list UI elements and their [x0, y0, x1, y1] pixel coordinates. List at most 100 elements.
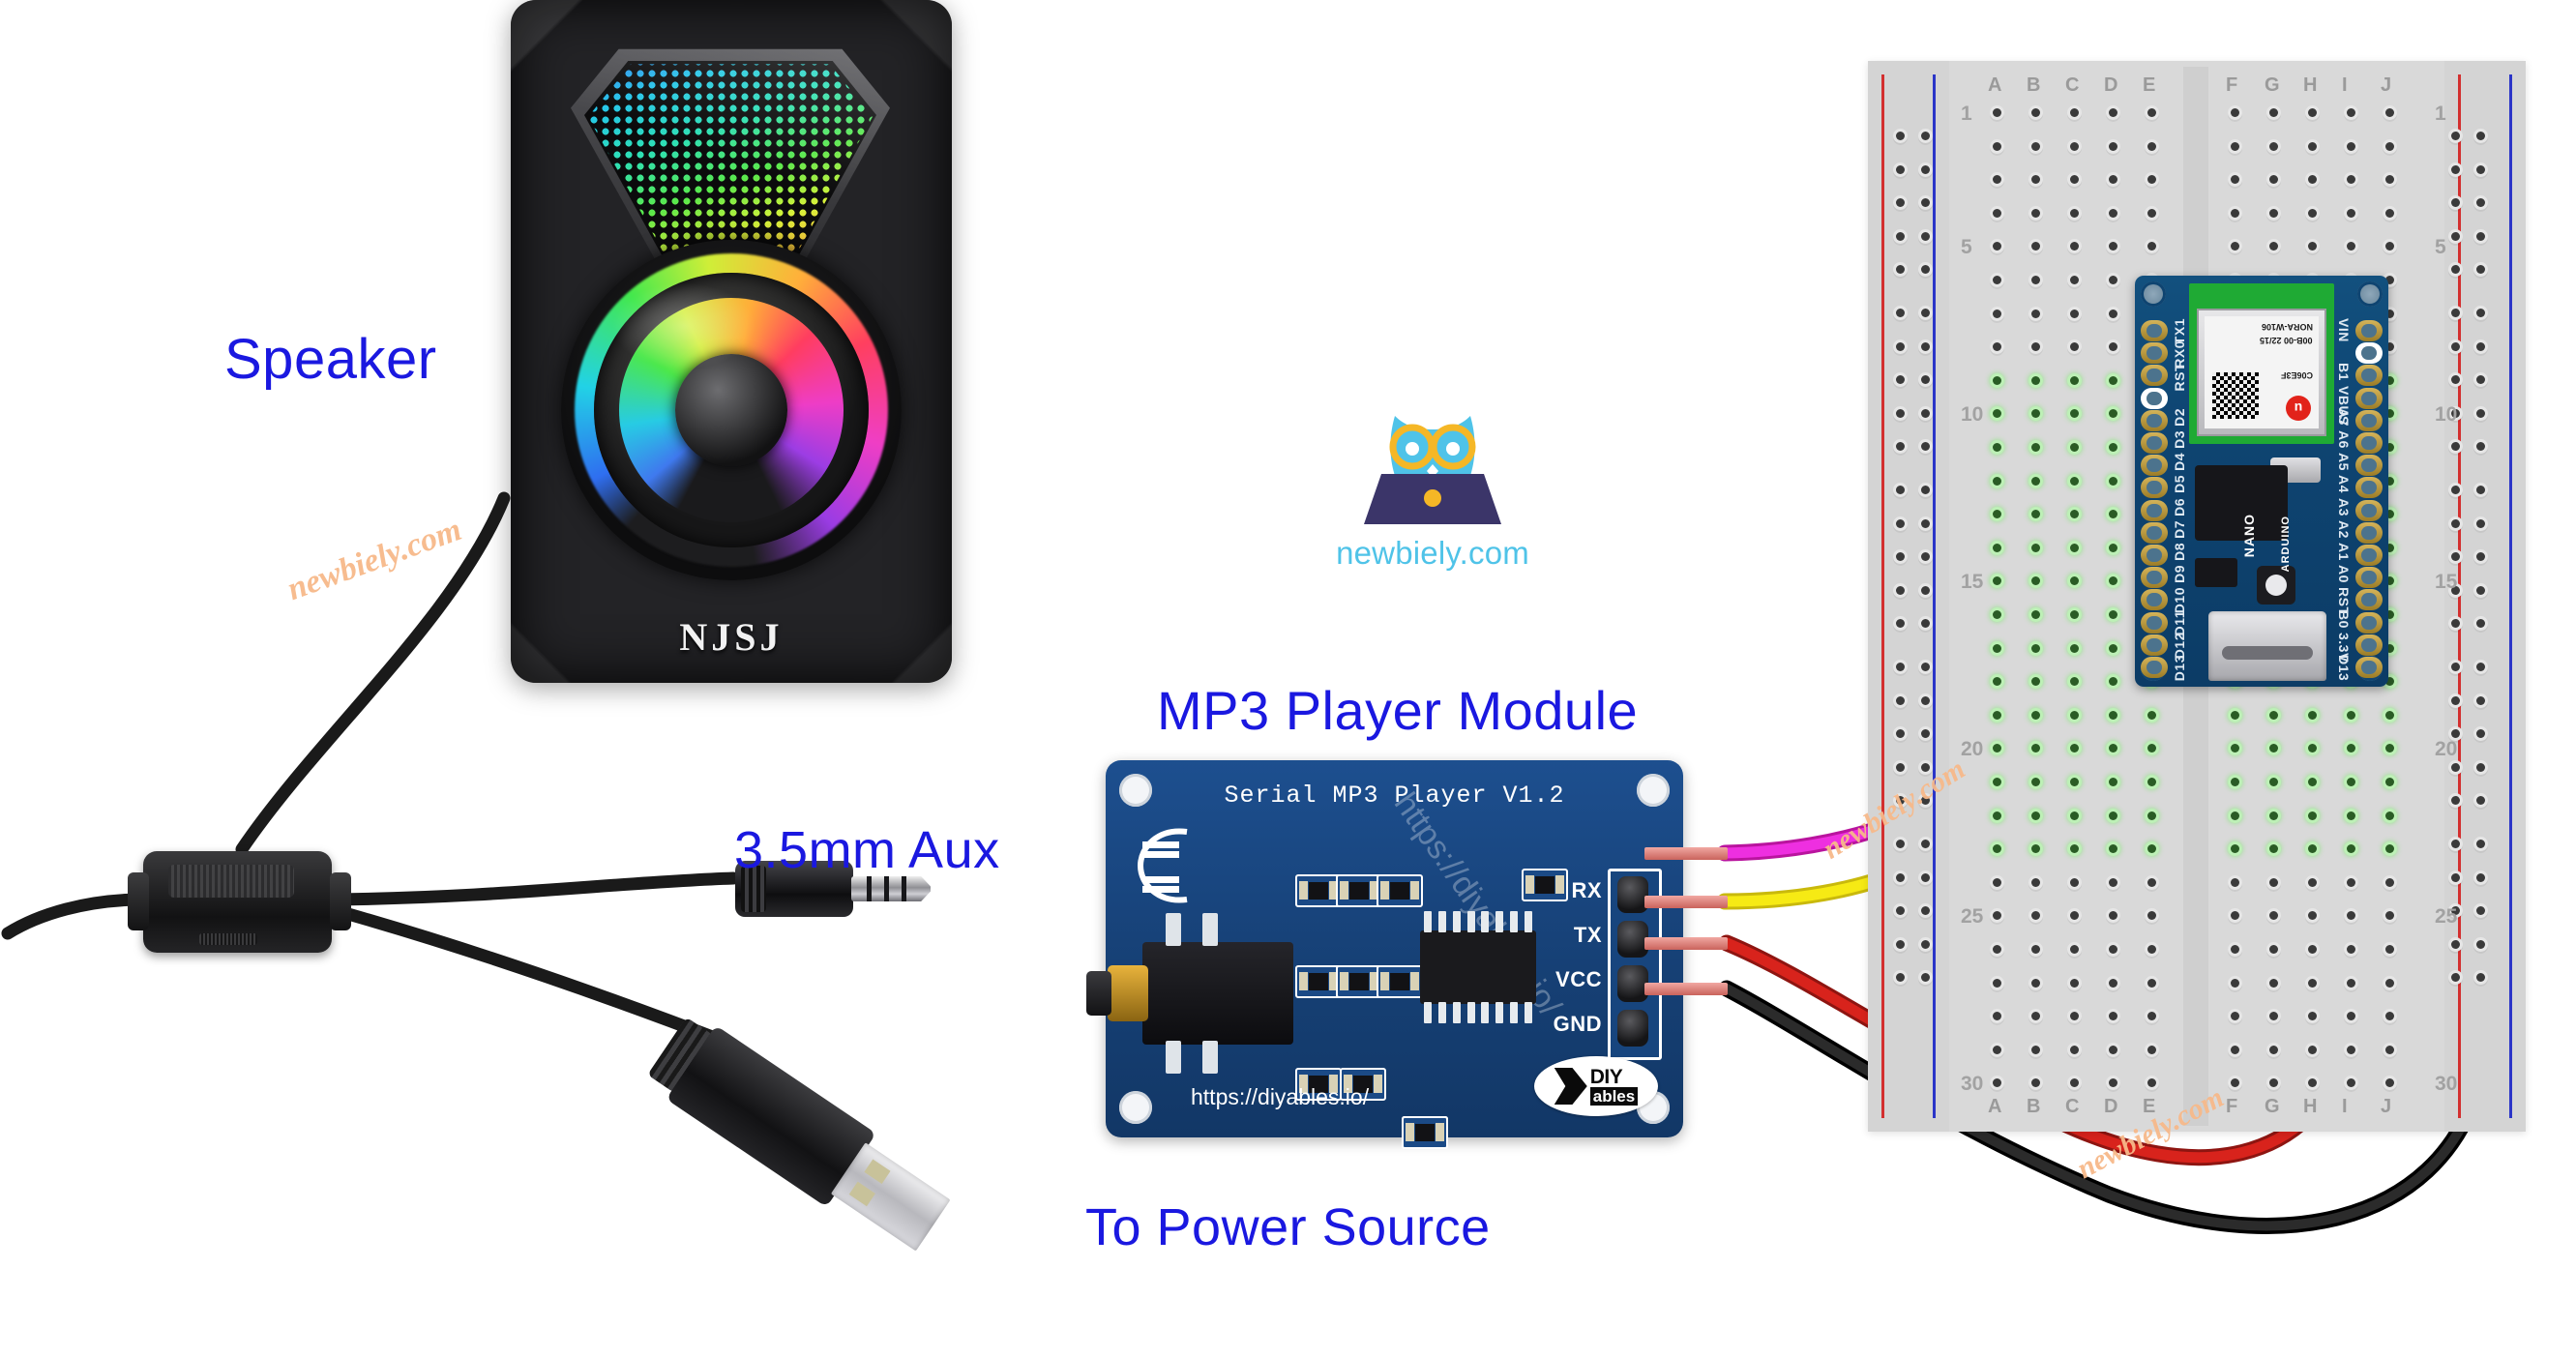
breadboard-hole[interactable]	[2028, 138, 2043, 154]
breadboard-rail-hole[interactable]	[1893, 837, 1908, 851]
breadboard-rail-hole[interactable]	[1918, 162, 1933, 177]
breadboard-rail-hole[interactable]	[1918, 726, 1933, 742]
breadboard-rail-hole[interactable]	[1893, 129, 1908, 143]
breadboard-hole[interactable]	[1990, 775, 2004, 789]
breadboard-rail-hole[interactable]	[1893, 195, 1908, 211]
breadboard-hole[interactable]	[2145, 172, 2159, 188]
breadboard-hole[interactable]	[2344, 808, 2358, 823]
breadboard-hole[interactable]	[2145, 1042, 2159, 1057]
breadboard-hole[interactable]	[2067, 239, 2082, 254]
breadboard-rail-hole[interactable]	[1918, 262, 1933, 278]
breadboard-hole[interactable]	[2106, 239, 2120, 254]
breadboard-rail-hole[interactable]	[2448, 228, 2463, 244]
breadboard-rail-hole[interactable]	[2473, 195, 2488, 211]
breadboard-rail-hole[interactable]	[1918, 483, 1933, 497]
nano-pad-d3[interactable]	[2141, 432, 2168, 454]
breadboard-rail-hole[interactable]	[2473, 870, 2488, 885]
breadboard-hole[interactable]	[2067, 205, 2082, 221]
nano-pad-r-a6[interactable]	[2355, 432, 2383, 454]
breadboard-hole[interactable]	[2383, 775, 2397, 789]
nano-pad-r-vbus[interactable]	[2355, 387, 2383, 409]
breadboard-hole[interactable]	[2266, 874, 2281, 890]
breadboard-hole[interactable]	[2067, 273, 2082, 287]
nano-pad-r-a0[interactable]	[2355, 567, 2383, 589]
breadboard-rail-hole[interactable]	[2473, 339, 2488, 354]
breadboard-hole[interactable]	[1990, 273, 2004, 287]
breadboard-rail-hole[interactable]	[1918, 903, 1933, 919]
nano-pad-r-3-3v[interactable]	[2355, 634, 2383, 656]
nano-pad-d10[interactable]	[2141, 589, 2168, 611]
breadboard-hole[interactable]	[2228, 874, 2242, 890]
breadboard-rail-hole[interactable]	[2473, 439, 2488, 455]
breadboard-hole[interactable]	[1990, 908, 2004, 924]
breadboard-rail-hole[interactable]	[1918, 870, 1933, 885]
breadboard-hole[interactable]	[2266, 105, 2281, 120]
breadboard-rail-hole[interactable]	[1893, 693, 1908, 708]
breadboard-hole[interactable]	[2344, 105, 2358, 120]
breadboard-rail-hole[interactable]	[2473, 262, 2488, 278]
breadboard-hole[interactable]	[2106, 540, 2120, 555]
breadboard-hole[interactable]	[1990, 339, 2004, 355]
breadboard-hole[interactable]	[2028, 741, 2043, 756]
breadboard-hole[interactable]	[2228, 1076, 2242, 1091]
breadboard-hole[interactable]	[2028, 640, 2043, 656]
breadboard-hole[interactable]	[2067, 607, 2082, 622]
breadboard-hole[interactable]	[2145, 975, 2159, 990]
breadboard-hole[interactable]	[2145, 942, 2159, 957]
nano-pad-d7[interactable]	[2141, 521, 2168, 544]
breadboard-hole[interactable]	[2305, 775, 2320, 789]
breadboard-hole[interactable]	[2228, 105, 2242, 120]
breadboard-hole[interactable]	[2305, 741, 2320, 756]
breadboard-hole[interactable]	[1990, 574, 2004, 589]
breadboard-hole[interactable]	[2344, 172, 2358, 188]
breadboard-hole[interactable]	[2106, 339, 2120, 355]
breadboard-hole[interactable]	[2344, 1009, 2358, 1024]
breadboard-hole[interactable]	[2305, 1009, 2320, 1024]
breadboard-rail-hole[interactable]	[2448, 483, 2463, 497]
breadboard-hole[interactable]	[1990, 741, 2004, 756]
breadboard-rail-hole[interactable]	[1918, 339, 1933, 354]
breadboard-hole[interactable]	[2106, 1076, 2120, 1091]
breadboard-hole[interactable]	[2266, 975, 2281, 990]
breadboard-hole[interactable]	[2266, 707, 2281, 723]
breadboard-rail-hole[interactable]	[1893, 483, 1908, 497]
breadboard-rail-hole[interactable]	[2448, 129, 2463, 143]
breadboard-rail-hole[interactable]	[1918, 837, 1933, 851]
breadboard-hole[interactable]	[2106, 942, 2120, 957]
breadboard-rail-hole[interactable]	[2448, 439, 2463, 455]
breadboard-hole[interactable]	[1990, 540, 2004, 555]
breadboard-rail-hole[interactable]	[1918, 405, 1933, 421]
breadboard-hole[interactable]	[2344, 741, 2358, 756]
breadboard-hole[interactable]	[2305, 707, 2320, 723]
breadboard-hole[interactable]	[2145, 841, 2159, 857]
breadboard-hole[interactable]	[2383, 1076, 2397, 1091]
breadboard-hole[interactable]	[2106, 674, 2120, 690]
breadboard-hole[interactable]	[1990, 975, 2004, 990]
breadboard-hole[interactable]	[1990, 440, 2004, 455]
breadboard-hole[interactable]	[2028, 1042, 2043, 1057]
breadboard-hole[interactable]	[2106, 306, 2120, 321]
breadboard-rail-hole[interactable]	[1893, 793, 1908, 809]
breadboard-rail-hole[interactable]	[2473, 616, 2488, 632]
breadboard-hole[interactable]	[2383, 1009, 2397, 1024]
breadboard-hole[interactable]	[2067, 105, 2082, 120]
nano-pad-r-a7[interactable]	[2355, 409, 2383, 431]
breadboard-rail-hole[interactable]	[1893, 936, 1908, 952]
breadboard-hole[interactable]	[2383, 841, 2397, 857]
breadboard-hole[interactable]	[2228, 239, 2242, 254]
nano-pad-r-gnd[interactable]	[2355, 342, 2383, 365]
breadboard-hole[interactable]	[2145, 1076, 2159, 1091]
breadboard-hole[interactable]	[2106, 808, 2120, 823]
nano-pad-d11[interactable]	[2141, 611, 2168, 634]
breadboard-rail-hole[interactable]	[1918, 228, 1933, 244]
breadboard-hole[interactable]	[1990, 674, 2004, 690]
nano-pad-r-b0[interactable]	[2355, 611, 2383, 634]
nano-pad-d12[interactable]	[2141, 634, 2168, 656]
breadboard-rail-hole[interactable]	[1918, 793, 1933, 809]
breadboard-rail-hole[interactable]	[2448, 195, 2463, 211]
breadboard-hole[interactable]	[2266, 775, 2281, 789]
breadboard-rail-hole[interactable]	[1918, 660, 1933, 674]
breadboard-hole[interactable]	[2228, 172, 2242, 188]
breadboard-hole[interactable]	[2145, 874, 2159, 890]
breadboard-hole[interactable]	[2228, 1042, 2242, 1057]
